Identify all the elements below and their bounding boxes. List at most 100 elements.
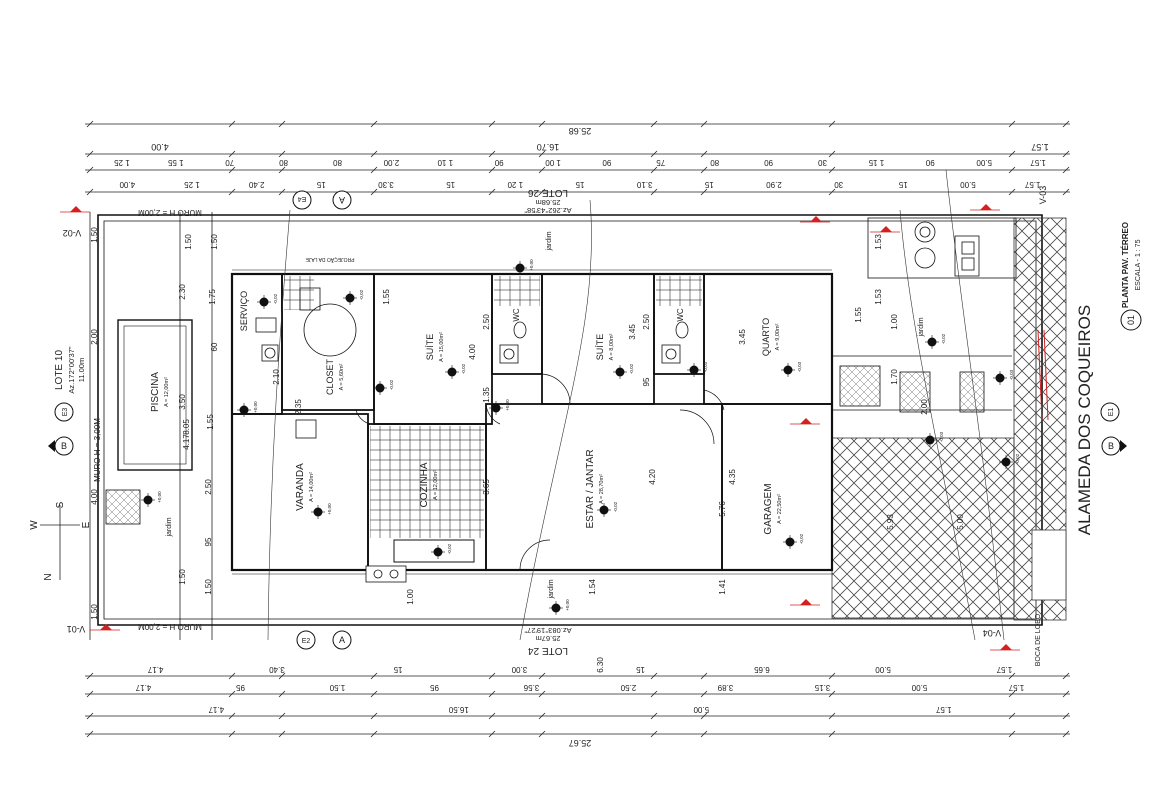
dim-label: 80 — [279, 158, 288, 167]
dim-interior-label: 3.45 — [628, 324, 637, 340]
dim-interior-label: 1.41 — [718, 579, 727, 595]
dim-interior-label: 1.54 — [588, 579, 597, 595]
dim-interior-label: 60 — [210, 342, 219, 351]
compass-e: E — [81, 521, 92, 528]
room-name-closet: CLOSET — [325, 358, 335, 395]
lote10-title: LOTE 10 — [54, 350, 65, 390]
dim-label: 5.00 — [693, 705, 709, 714]
dim-interior-label: 1.55 — [382, 289, 391, 305]
level-value: -0,02 — [629, 363, 634, 374]
dim-label: 3.00 — [511, 665, 527, 674]
dim-interior-label: 4.20 — [648, 469, 657, 485]
laje-note: PROJEÇÃO DA LAJE — [305, 256, 355, 263]
dim-interior-label: 5.00 — [956, 514, 965, 530]
dim-label: 5.00 — [875, 665, 891, 674]
level-value: +0,00 — [529, 259, 534, 271]
dim-label: 2.90 — [766, 180, 782, 189]
dim-label: 3.10 — [636, 180, 652, 189]
dim-label: 15 — [704, 180, 713, 189]
building-walls — [230, 269, 834, 575]
kitchen-tile-floor — [370, 426, 484, 538]
dim-bottom-total: 25.67 — [569, 738, 592, 748]
lote24-title: LOTE 24 — [528, 645, 568, 656]
dim-top-row1-a: 4.00 — [151, 142, 169, 152]
muro-left-label: MURO H = 3,00M — [93, 418, 102, 482]
dim-interior-label: 5.93 — [886, 514, 895, 530]
dim-interior-label: 1.55 — [854, 307, 863, 323]
dim-label: 80 — [333, 158, 342, 167]
level-value: -0,03 — [939, 431, 944, 442]
vertex-v01: V-01 — [67, 624, 86, 634]
red-level-marker — [800, 599, 812, 605]
lote24-azimuth: Az.083°19'27" — [524, 626, 571, 635]
dim-top-row1-b: 16.70 — [537, 142, 560, 152]
dim-left-label: 4.00 — [90, 489, 99, 505]
kitchen-sink — [365, 565, 407, 583]
dim-label: 1 25 — [184, 180, 200, 189]
compass-w: W — [29, 520, 40, 530]
room-name-servico: SERVIÇO — [239, 291, 249, 331]
level-markers: +0,00-0,02-0,02-0,02-0,02-0,03-0,03+0,00… — [141, 259, 1020, 615]
section-b-left: B — [61, 441, 67, 451]
red-level-marker — [810, 216, 822, 222]
room-name-piscina: PISCINA — [150, 372, 161, 412]
dim-label: 15 — [898, 180, 907, 189]
dim-interior-label: 4.35 — [728, 469, 737, 485]
dim-label: 1 10 — [437, 158, 453, 167]
lote10-azimuth: Az.172°00'37" — [67, 346, 76, 393]
level-value: -0,03 — [703, 361, 708, 372]
dim-label: 15 — [393, 665, 402, 674]
dim-interior-label: 1.50 — [204, 579, 213, 595]
vertex-v03: V-03 — [1038, 186, 1048, 205]
dim-interior-label: 1.50 — [184, 234, 193, 250]
room-name-jardim_bottom: jardim — [548, 579, 555, 599]
dim-label: 1.57 — [935, 705, 951, 714]
dim-interior-label: 2.50 — [482, 314, 491, 330]
dim-interior-label: 8.05 — [182, 419, 191, 435]
dim-interior-label: 95 — [642, 377, 651, 386]
dim-interior-label: 2.00 — [920, 399, 929, 415]
dim-interior-label: 2.10 — [272, 369, 281, 385]
section-b-right: B — [1108, 441, 1114, 451]
level-value: -0,03 — [1009, 369, 1014, 380]
compass-rose: S W E N — [29, 501, 92, 580]
door-swings — [355, 373, 725, 571]
dim-top-total: 25.68 — [569, 126, 592, 136]
dim-interior-label: 1.35 — [482, 387, 491, 403]
red-level-marker — [800, 418, 812, 424]
lote24-length: 25.67m — [535, 634, 560, 643]
dim-left-label: 2.30 — [178, 284, 187, 300]
room-name-cozinha: COZINHA — [419, 462, 430, 507]
level-value: -0,02 — [941, 333, 946, 344]
dim-label: 3.30 — [378, 180, 394, 189]
boca-de-lobo-label: BOCA DE LOBO — [1035, 613, 1042, 666]
dim-label: 30 — [834, 180, 843, 189]
dim-left-label: 1.50 — [90, 227, 99, 243]
dim-interior-label: 6.30 — [596, 657, 605, 673]
elevation-e3: E3 — [62, 408, 69, 417]
dim-left-label: 2.00 — [90, 329, 99, 345]
dim-label: 6.65 — [754, 665, 770, 674]
neighbor-lote10: LOTE 10 Az.172°00'37" 11.00m — [54, 346, 86, 393]
dim-label: 90 — [925, 158, 934, 167]
dim-label: 15 — [446, 180, 455, 189]
dim-interior-label: 2.50 — [204, 479, 213, 495]
room-name-wc1: WC — [512, 308, 521, 322]
vertex-v04: V-04 — [983, 628, 1002, 638]
dim-interior-label: 1.70 — [890, 369, 899, 385]
dim-interior-label: 1.55 — [206, 414, 215, 430]
compass-s: S — [55, 501, 66, 508]
dim-label: 70 — [225, 158, 234, 167]
dim-label: 1 20 — [507, 180, 523, 189]
red-level-marker — [70, 206, 82, 212]
dim-label: 2.00 — [383, 158, 399, 167]
neighbor-lote26: LOTE 26 25.68m Az.262°43'58" — [524, 187, 571, 215]
level-value: +0,00 — [157, 491, 162, 503]
vertex-v02: V-02 — [63, 228, 82, 238]
dim-label: 1.50 — [329, 683, 345, 692]
room-area-quarto: A = 9,00m² — [775, 323, 781, 350]
left-dimension-block: 1.502.302.003.504.001.501.50 — [89, 212, 213, 640]
